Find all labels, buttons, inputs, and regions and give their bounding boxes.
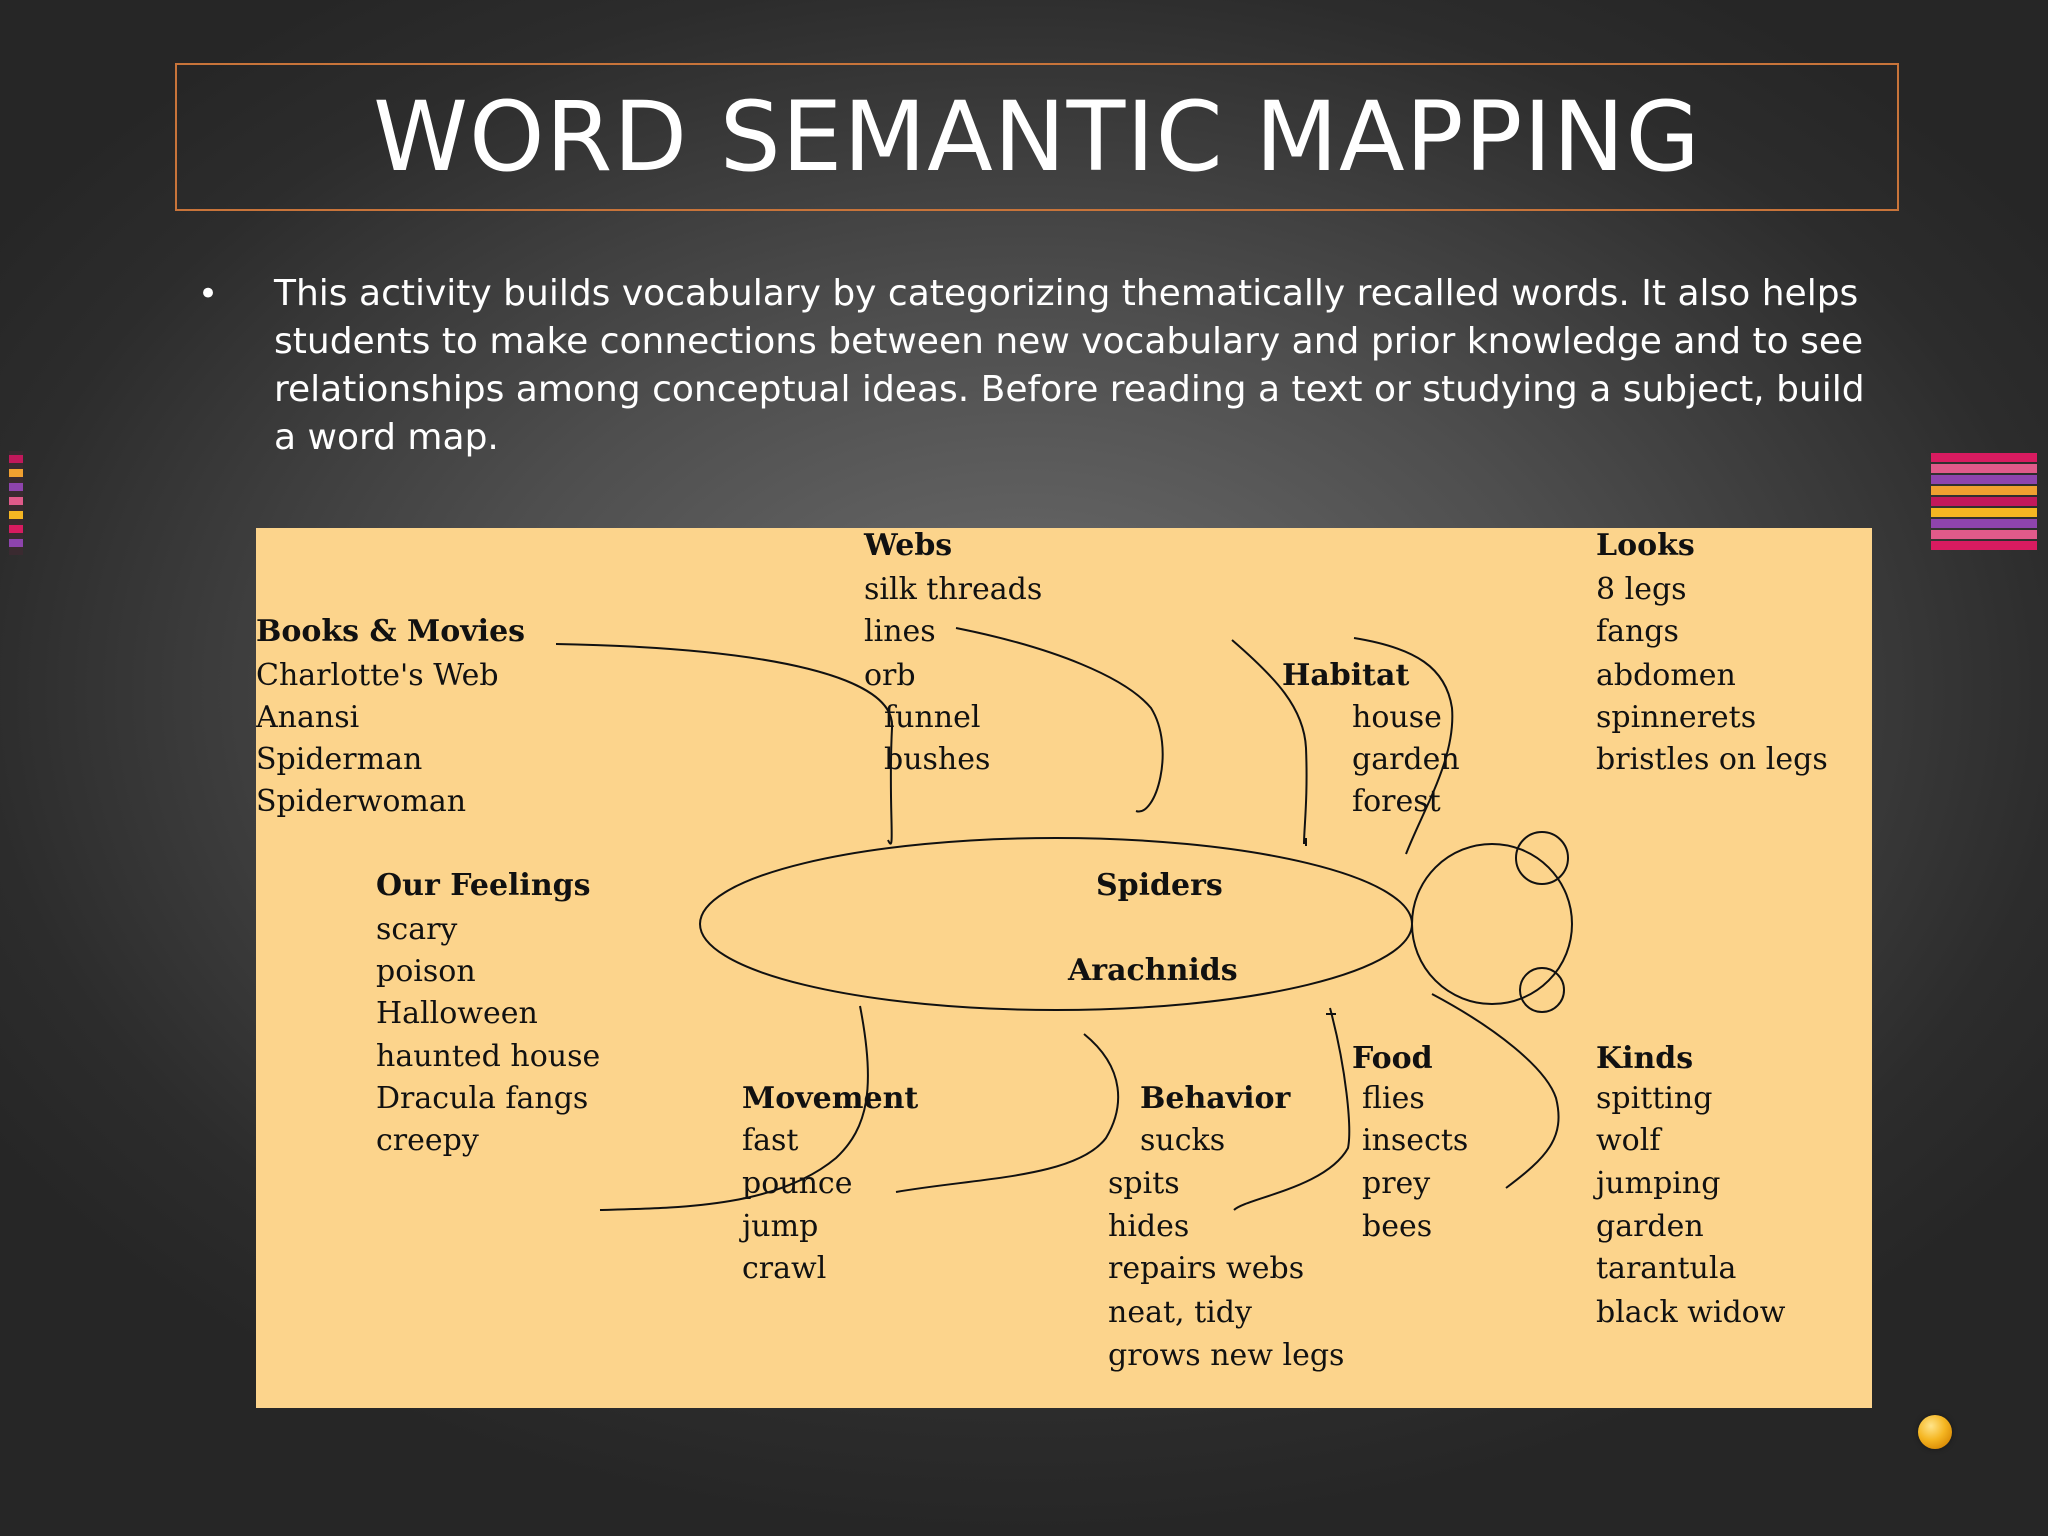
group-heading-books-movies: Books & Movies: [256, 614, 525, 649]
deco-stripe: [9, 497, 23, 505]
group-item: lines: [864, 614, 936, 649]
group-item: jump: [739, 1209, 818, 1244]
group-heading-our-feelings: Our Feelings: [376, 868, 591, 903]
group-heading-looks: Looks: [1596, 528, 1695, 563]
group-item: abdomen: [1596, 658, 1736, 693]
spider-eye: [1515, 831, 1569, 885]
spider-head: [1411, 843, 1573, 1005]
group-item: tarantula: [1596, 1251, 1736, 1286]
group-item: funnel: [884, 700, 980, 735]
deco-stripe: [1931, 519, 2037, 528]
group-item: flies: [1362, 1081, 1425, 1116]
group-item: neat, tidy: [1108, 1295, 1252, 1330]
spider-leg: [1231, 639, 1308, 845]
title-box: WORD SEMANTIC MAPPING: [175, 63, 1899, 211]
deco-stripe: [1931, 453, 2037, 462]
group-item: Halloween: [376, 996, 538, 1031]
group-item: house: [1352, 700, 1442, 735]
group-item: garden: [1352, 742, 1460, 777]
deco-stripe: [1931, 508, 2037, 517]
deco-stripe: [1931, 497, 2037, 506]
group-item: bristles on legs: [1596, 742, 1828, 777]
group-item: spitting: [1596, 1081, 1712, 1116]
deco-stripe: [1931, 541, 2037, 550]
spider-leg: [895, 1033, 1120, 1193]
group-item: 8 legs: [1596, 572, 1687, 607]
center-label: Arachnids: [1067, 953, 1238, 988]
deco-stripe: [1931, 486, 2037, 495]
group-item: crawl: [742, 1251, 826, 1286]
deco-stripe: [1931, 530, 2037, 539]
group-item: Dracula fangs: [376, 1081, 588, 1116]
group-item: jumping: [1593, 1166, 1720, 1201]
group-item: Spiderman: [256, 742, 422, 777]
group-item: silk threads: [864, 572, 1042, 607]
bullet-text: This activity builds vocabulary by categ…: [274, 273, 1865, 458]
deco-stripe: [9, 469, 23, 477]
group-item: bees: [1362, 1209, 1432, 1244]
group-item: sucks: [1140, 1123, 1225, 1158]
group-heading-behavior: Behavior: [1140, 1081, 1292, 1116]
group-item: fast: [742, 1123, 798, 1158]
spider-leg: [1233, 1007, 1351, 1211]
slide-title: WORD SEMANTIC MAPPING: [373, 81, 1701, 193]
group-item: prey: [1362, 1166, 1430, 1201]
group-item: Charlotte's Web: [256, 658, 499, 693]
group-heading-kinds: Kinds: [1596, 1041, 1693, 1076]
deco-stripe: [9, 525, 23, 533]
group-item: Spiderwoman: [256, 784, 466, 819]
group-item: scary: [376, 912, 457, 947]
bullet-dot: •: [198, 274, 219, 314]
group-heading-movement: Movement: [742, 1081, 918, 1116]
deco-stripe: [9, 539, 23, 547]
deco-stripe: [9, 511, 23, 519]
group-item: grows new legs: [1108, 1338, 1344, 1373]
group-item: forest: [1352, 784, 1441, 819]
group-item: poison: [376, 954, 476, 989]
group-item: orb: [864, 658, 916, 693]
group-item: repairs webs: [1108, 1251, 1304, 1286]
deco-stripe: [9, 455, 23, 463]
right-stripe-decoration: [1931, 453, 2037, 550]
group-item: insects: [1362, 1123, 1468, 1158]
group-item: wolf: [1596, 1123, 1662, 1158]
group-item: pounce: [742, 1166, 852, 1201]
group-item: spits: [1108, 1166, 1180, 1201]
group-heading-habitat: Habitat: [1282, 658, 1409, 693]
group-item: garden: [1596, 1209, 1704, 1244]
group-item: fangs: [1596, 614, 1679, 649]
semantic-map-drawing: Spiders Arachnids Books & Movies Charlot…: [256, 528, 1828, 1373]
orange-orb-icon: [1918, 1415, 1952, 1449]
semantic-map: Spiders Arachnids Books & Movies Charlot…: [256, 528, 1872, 1408]
deco-stripe: [1931, 475, 2037, 484]
center-label: Spiders: [1096, 868, 1223, 903]
left-stripe-decoration: [9, 451, 23, 555]
group-item: bushes: [884, 742, 990, 777]
spider-body: [699, 837, 1413, 1011]
group-item: Anansi: [256, 700, 359, 735]
spider-leg: [955, 627, 1164, 813]
spider-eye: [1519, 967, 1565, 1013]
group-heading-food: Food: [1352, 1041, 1433, 1076]
spider-leg: [1431, 993, 1560, 1189]
spider-leg: [599, 1005, 869, 1211]
group-item: haunted house: [376, 1039, 600, 1074]
spider-leg: [1353, 637, 1454, 855]
group-item: black widow: [1596, 1295, 1786, 1330]
spider-leg: [555, 643, 894, 845]
deco-stripe: [1931, 464, 2037, 473]
deco-stripe: [9, 483, 23, 491]
group-item: hides: [1108, 1209, 1189, 1244]
group-heading-webs: Webs: [863, 528, 952, 563]
group-item: creepy: [376, 1123, 479, 1158]
group-item: spinnerets: [1596, 700, 1756, 735]
